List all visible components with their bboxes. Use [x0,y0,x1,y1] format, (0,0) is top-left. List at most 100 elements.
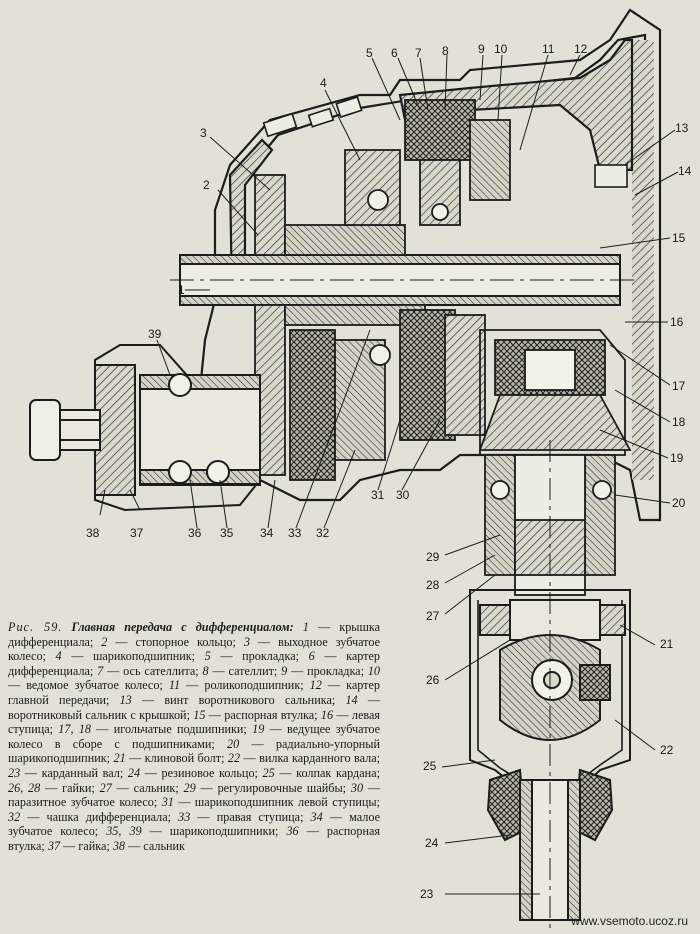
legend-text: — клиновой болт; [125,751,225,766]
callout-7: 7 [415,46,422,60]
legend-number: 27 [94,780,112,795]
callout-3: 3 [200,126,207,140]
callout-31: 31 [371,488,385,502]
legend-text: — сальник; [111,780,179,795]
legend-number: 23 [8,765,21,780]
legend-text: — ведомое зубчатое колесо; [8,678,163,693]
legend-text: — радиально-упорный шарикоподшипник; [8,736,381,766]
legend-text: — стопорное кольцо; [107,634,236,649]
legend-text: — сальник [125,838,185,853]
legend-text: — вилка карданного вала; [240,751,381,766]
callout-27: 27 [426,609,440,623]
axle-shaft [170,254,640,306]
callout-11: 11 [542,42,555,56]
legend-number: 5 [195,649,211,664]
legend-number: 29 [178,780,196,795]
legend-text: — картер главной передачи; [8,678,381,707]
figure-legend: 1 — крышка дифференциала; 2 — стопорное … [8,620,380,853]
legend-number: 8 [198,663,209,678]
callout-numbers: 1 2 3 4 5 6 7 8 9 10 11 12 13 14 15 16 1… [86,42,692,901]
top-screws [262,95,628,188]
legend-number: 6 [299,649,315,664]
legend-text: — малое зубчатое колесо; [8,809,381,839]
callout-20: 20 [672,496,686,510]
legend-number: 22 [224,751,241,766]
legend-number: 38 [109,838,126,853]
callout-26: 26 [426,673,440,687]
callout-37: 37 [130,526,144,540]
legend-number: 35, 39 [98,824,142,839]
callout-9: 9 [478,42,485,56]
callout-2: 2 [203,178,210,192]
legend-text: — сателлит; [208,663,278,678]
callout-17: 17 [672,379,686,393]
legend-number: 20 [214,736,240,751]
figure-title: Главная передача с дифференциалом: [71,620,294,634]
legend-text: — гайки; [40,780,95,795]
leader-lines [99,54,679,895]
legend-text: — крышка дифференциала; [8,620,381,649]
legend-number: 36 [278,824,299,839]
legend-text: — роликоподшипник; [180,678,304,693]
legend-number: 30 [346,780,364,795]
legend-number: 21 [110,751,126,766]
callout-39: 39 [148,327,162,341]
cardan-joint [469,440,631,930]
legend-number: 12 [303,678,322,693]
callout-28: 28 [426,578,440,592]
watermark: www.vsemoto.ucoz.ru [571,914,688,928]
legend-text: — воротниковый сальник с крышкой; [8,692,381,722]
callout-4: 4 [320,76,327,90]
differential-assembly [254,99,511,481]
legend-text: — картер дифференциала; [8,649,381,678]
legend-text: — шарикоподшипник; [61,649,196,664]
callout-13: 13 [675,121,689,135]
legend-number: 7 [93,663,104,678]
callout-21: 21 [660,637,674,651]
callout-38: 38 [86,526,100,540]
legend-number: 32 [8,809,21,824]
legend-text: — карданный вал; [20,765,124,780]
figure-caption: Рис. 59. Главная передача с дифференциал… [8,620,380,854]
legend-number: 26, 28 [8,780,41,795]
legend-text: — ведущее зубчатое колесо в сборе с подш… [8,722,381,751]
legend-text: — правая ступица; [190,809,304,824]
legend-text: — левая ступица; [8,707,381,737]
callout-15: 15 [672,231,686,245]
callout-5: 5 [366,46,373,60]
legend-number: 13 [109,692,132,707]
legend-number: 19 [246,722,265,737]
figure-label: Рис. 59. [8,620,63,634]
legend-number: 37 [44,838,61,853]
callout-8: 8 [442,44,449,58]
legend-text: — винт воротникового сальника; [131,692,336,707]
callout-22: 22 [660,743,674,757]
callout-18: 18 [672,415,686,429]
legend-number: 9 [277,663,288,678]
callout-10: 10 [494,42,508,56]
legend-number: 2 [93,634,108,649]
legend-text: — шарикоподшипники; [141,824,279,839]
callout-24: 24 [425,836,439,850]
callout-16: 16 [670,315,684,329]
legend-number: 4 [45,649,62,664]
callout-36: 36 [188,526,202,540]
legend-number: 11 [162,678,181,693]
legend-number: 1 [302,620,309,634]
callout-34: 34 [260,526,274,540]
callout-19: 19 [670,451,684,465]
callout-14: 14 [678,164,692,178]
legend-number: 14 [335,692,358,707]
legend-number: 24 [123,765,141,780]
callout-6: 6 [391,46,398,60]
legend-text: — ось сателлита; [103,663,199,678]
legend-number: 16 [317,707,334,722]
legend-text: — игольчатые подшипники; [91,722,247,737]
legend-text: — паразитное зубчатое колесо; [8,780,381,810]
callout-23: 23 [420,887,434,901]
legend-text: — чашка дифференциала; [20,809,172,824]
legend-number: 15 [189,707,206,722]
legend-number: 34 [303,809,323,824]
callout-1: 1 [178,283,185,297]
